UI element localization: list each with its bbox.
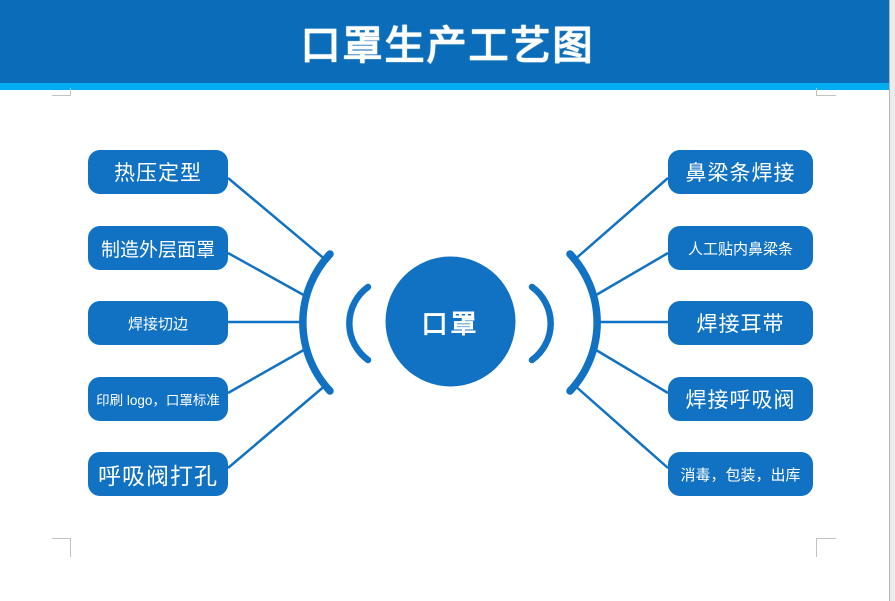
scrollbar-track[interactable] xyxy=(889,0,895,601)
connector-line xyxy=(590,251,669,300)
connector-line xyxy=(572,383,669,469)
process-node-weld-trim[interactable]: 焊接切边 xyxy=(88,301,228,345)
process-node-valve-punching[interactable]: 呼吸阀打孔 xyxy=(88,452,228,496)
connector-line xyxy=(590,345,669,395)
inner-arc-left xyxy=(346,283,372,364)
title-bar: 口罩生产工艺图 xyxy=(0,0,895,83)
process-node-valve-welding[interactable]: 焊接呼吸阀 xyxy=(668,377,813,421)
center-node-circle[interactable] xyxy=(385,256,516,387)
process-node-label: 焊接耳带 xyxy=(696,313,785,336)
process-node-label: 热压定型 xyxy=(114,162,202,185)
inner-arc-right xyxy=(528,283,554,364)
page-margin-mark-top-right xyxy=(816,88,836,96)
outer-arc-right xyxy=(566,250,601,395)
process-node-nose-bridge-welding[interactable]: 鼻梁条焊接 xyxy=(668,150,813,194)
decorative-arcs xyxy=(299,250,601,395)
connector-line xyxy=(227,345,310,395)
process-node-label: 焊接呼吸阀 xyxy=(685,389,796,412)
accent-strip xyxy=(0,83,895,90)
center-node-label[interactable]: 口罩 xyxy=(421,308,480,339)
process-node-label: 焊接切边 xyxy=(127,315,188,333)
process-node-label: 鼻梁条焊接 xyxy=(685,162,796,185)
connector-line xyxy=(572,177,669,262)
connector-line xyxy=(227,177,328,262)
process-node-label: 印刷 logo，口罩标准 xyxy=(96,393,220,408)
connector-line xyxy=(227,383,328,469)
process-node-inner-nose-bridge[interactable]: 人工贴内鼻梁条 xyxy=(668,226,813,270)
process-node-ear-strap-welding[interactable]: 焊接耳带 xyxy=(668,301,813,345)
process-node-label: 人工贴内鼻梁条 xyxy=(687,240,793,258)
process-node-label: 制造外层面罩 xyxy=(100,239,215,261)
process-node-label: 消毒，包装，出库 xyxy=(680,466,801,484)
outer-arc-left xyxy=(299,250,334,395)
page-margin-mark-top-left xyxy=(52,88,71,96)
connector-line xyxy=(227,251,310,300)
process-node-outer-layer-mask[interactable]: 制造外层面罩 xyxy=(88,226,228,270)
connector-lines xyxy=(227,177,669,469)
page-margin-mark-bottom-left xyxy=(52,538,71,557)
page-margin-mark-bottom-right xyxy=(816,538,836,557)
page-title: 口罩生产工艺图 xyxy=(300,23,595,68)
process-node-disinfect-pack-ship[interactable]: 消毒，包装，出库 xyxy=(668,452,813,496)
process-node-label: 呼吸阀打孔 xyxy=(98,463,218,489)
process-node-print-logo-standard[interactable]: 印刷 logo，口罩标准 xyxy=(88,377,228,421)
process-node-heat-press-forming[interactable]: 热压定型 xyxy=(88,150,228,194)
